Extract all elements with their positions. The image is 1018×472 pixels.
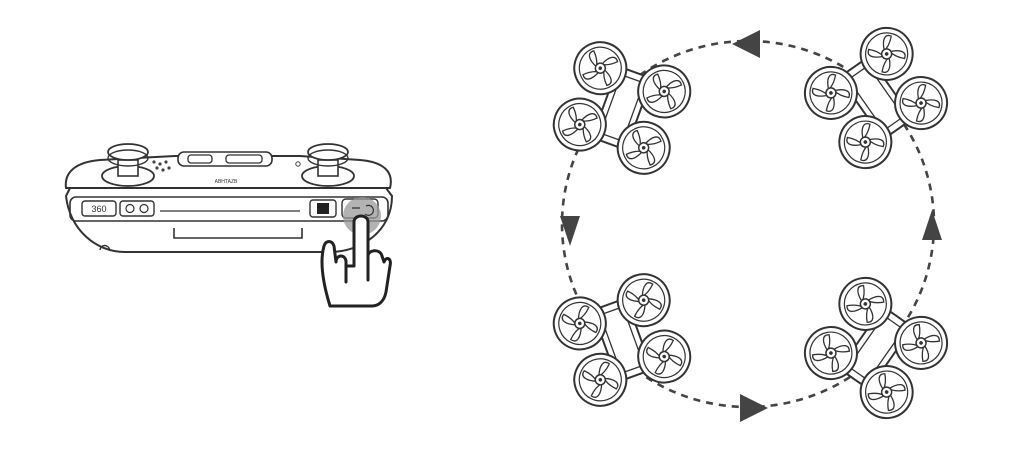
stop-icon bbox=[317, 203, 329, 214]
right-joystick[interactable] bbox=[301, 143, 355, 187]
trim-dots bbox=[152, 160, 301, 172]
drone-bottom-right bbox=[795, 268, 958, 429]
left-joystick[interactable] bbox=[101, 143, 155, 187]
headless-mode-button[interactable] bbox=[119, 200, 155, 217]
pointing-hand-icon bbox=[320, 214, 392, 308]
flight-path bbox=[560, 30, 942, 422]
rotate-360-button[interactable]: 360 bbox=[81, 200, 117, 217]
arrow-bottom bbox=[740, 394, 768, 422]
remote-controller: ABHTAZB 360 bbox=[64, 143, 394, 253]
arrow-top bbox=[732, 30, 760, 58]
arrow-right bbox=[922, 210, 942, 240]
stop-button[interactable] bbox=[309, 199, 337, 218]
rotate-360-label: 360 bbox=[91, 204, 106, 214]
brand-label: ABHTAZB bbox=[215, 179, 238, 185]
circle-flight-icon bbox=[352, 204, 374, 216]
headless-mode-icon bbox=[125, 203, 149, 214]
drone-top-right bbox=[795, 18, 958, 179]
arrow-left bbox=[560, 216, 580, 246]
